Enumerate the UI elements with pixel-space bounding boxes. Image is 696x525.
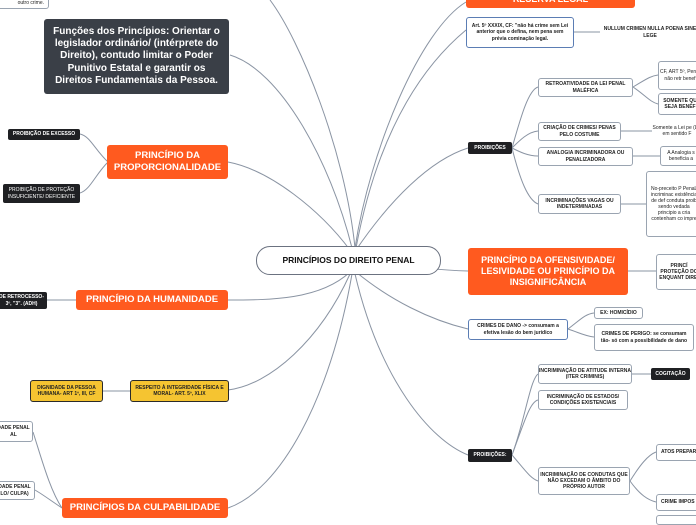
analogia-detail[interactable]: A Analogia s beneficia a — [660, 146, 696, 166]
proibicoes-label-2[interactable]: PROIBIÇÕES: — [468, 449, 512, 462]
condutas-item[interactable]: INCRIMINAÇÃO DE CONDUTAS QUE NÃO EXCEDAM… — [538, 467, 630, 495]
culpabilidade-item-2[interactable]: DADE PENAL LO/ CULPA) — [0, 481, 35, 500]
crime-impossivel-node[interactable]: CRIME IMPOS — [656, 494, 696, 511]
vagas-item[interactable]: INCRIMINAÇÕES VAGAS OU INDETERMINADAS — [538, 194, 621, 214]
culpabilidade-topic[interactable]: PRINCÍPIOS DA CULPABILIDADE — [62, 498, 228, 518]
art5-note[interactable]: Art. 5º XXXIX, CF: "não há crime sem Lei… — [466, 17, 574, 48]
culpabilidade-item-1[interactable]: DADE PENAL AL — [0, 421, 33, 442]
estados-item[interactable]: INCRIMINAÇÃO DE ESTADOS/ CONDIÇÕES EXIST… — [538, 390, 628, 410]
dignidade-pessoa[interactable]: DIGNIDADE DA PESSOA HUMANA- ART 1º, III,… — [30, 380, 103, 402]
nullum-crimen-note[interactable]: NULLUM CRIMEN NULLA POENA SINE LEGE — [600, 23, 696, 42]
integridade-fisica[interactable]: RESPEITO À INTEGRIDADE FÍSICA E MORAL- A… — [130, 380, 229, 402]
cf-art5-detail[interactable]: CF, ART 5º, Penal não retr benef — [658, 61, 696, 90]
ofensividade-topic[interactable]: PRINCÍPIO DA OFENSIVIDADE/ LESIVIDADE OU… — [468, 248, 628, 295]
crimes-perigo-note[interactable]: CRIMES DE PERIGO: se consumam tão- só co… — [594, 324, 694, 351]
top-fragment-note[interactable]: outro crime. — [0, 0, 49, 9]
retroatividade-item[interactable]: RETROATIVIDADE DA LEI PENAL MALÉFICA — [538, 78, 633, 97]
proibicoes-label-1[interactable]: PROIBIÇÕES — [468, 142, 512, 154]
bottom-partial-node — [656, 515, 696, 525]
central-topic[interactable]: PRINCÍPIOS DO DIREITO PENAL — [256, 246, 441, 275]
proporcionalidade-topic[interactable]: PRINCÍPIO DA PROPORCIONALIDADE — [107, 145, 228, 179]
analogia-item[interactable]: ANALOGIA INCRIMINADORA OU PENALIZADORA — [538, 147, 633, 166]
functions-note[interactable]: Funções dos Princípios: Orientar o legis… — [44, 19, 229, 94]
costume-item[interactable]: CRIAÇÃO DE CRIMES/ PENAS PELO COSTUME — [538, 122, 621, 141]
atos-preparatorios-node[interactable]: ATOS PREPAR — [656, 444, 696, 461]
proibicao-insuficiente[interactable]: PROIBIÇÃO DE PROTEÇÃO INSUFICIENTE/ DEFI… — [3, 184, 80, 203]
cogitacao-node[interactable]: COGITAÇÃO — [651, 368, 690, 380]
vagas-detail[interactable]: No-preceito P Penal/ incriminac existênc… — [646, 171, 696, 237]
proibicao-excesso[interactable]: PROIBIÇÃO DE EXCESSO — [8, 129, 80, 140]
somente-detail[interactable]: SOMENTE QU SEJA BENÉF — [658, 93, 696, 115]
costume-detail[interactable]: Somente a Lei pe (Lei em sentido F — [652, 121, 696, 141]
protecao-side-note[interactable]: PRINCÍ PROTEÇÃO DO ENQUANT DIREI — [656, 254, 696, 290]
humanidade-retrocesso[interactable]: DE RETROCESSO- 3º, "3". (ADH) — [0, 292, 47, 309]
homicidio-example[interactable]: EX: HOMICÍDIO — [594, 307, 643, 319]
humanidade-topic[interactable]: PRINCÍPIO DA HUMANIDADE — [76, 290, 228, 310]
reserva-legal-topic[interactable]: RESERVA LEGAL — [466, 0, 635, 8]
atitude-interna-item[interactable]: INCRIMINAÇÃO DE ATITUDE INTERNA (ITER CR… — [538, 364, 632, 384]
crimes-dano-note[interactable]: CRIMES DE DANO -> consumam a efetiva les… — [468, 319, 568, 340]
